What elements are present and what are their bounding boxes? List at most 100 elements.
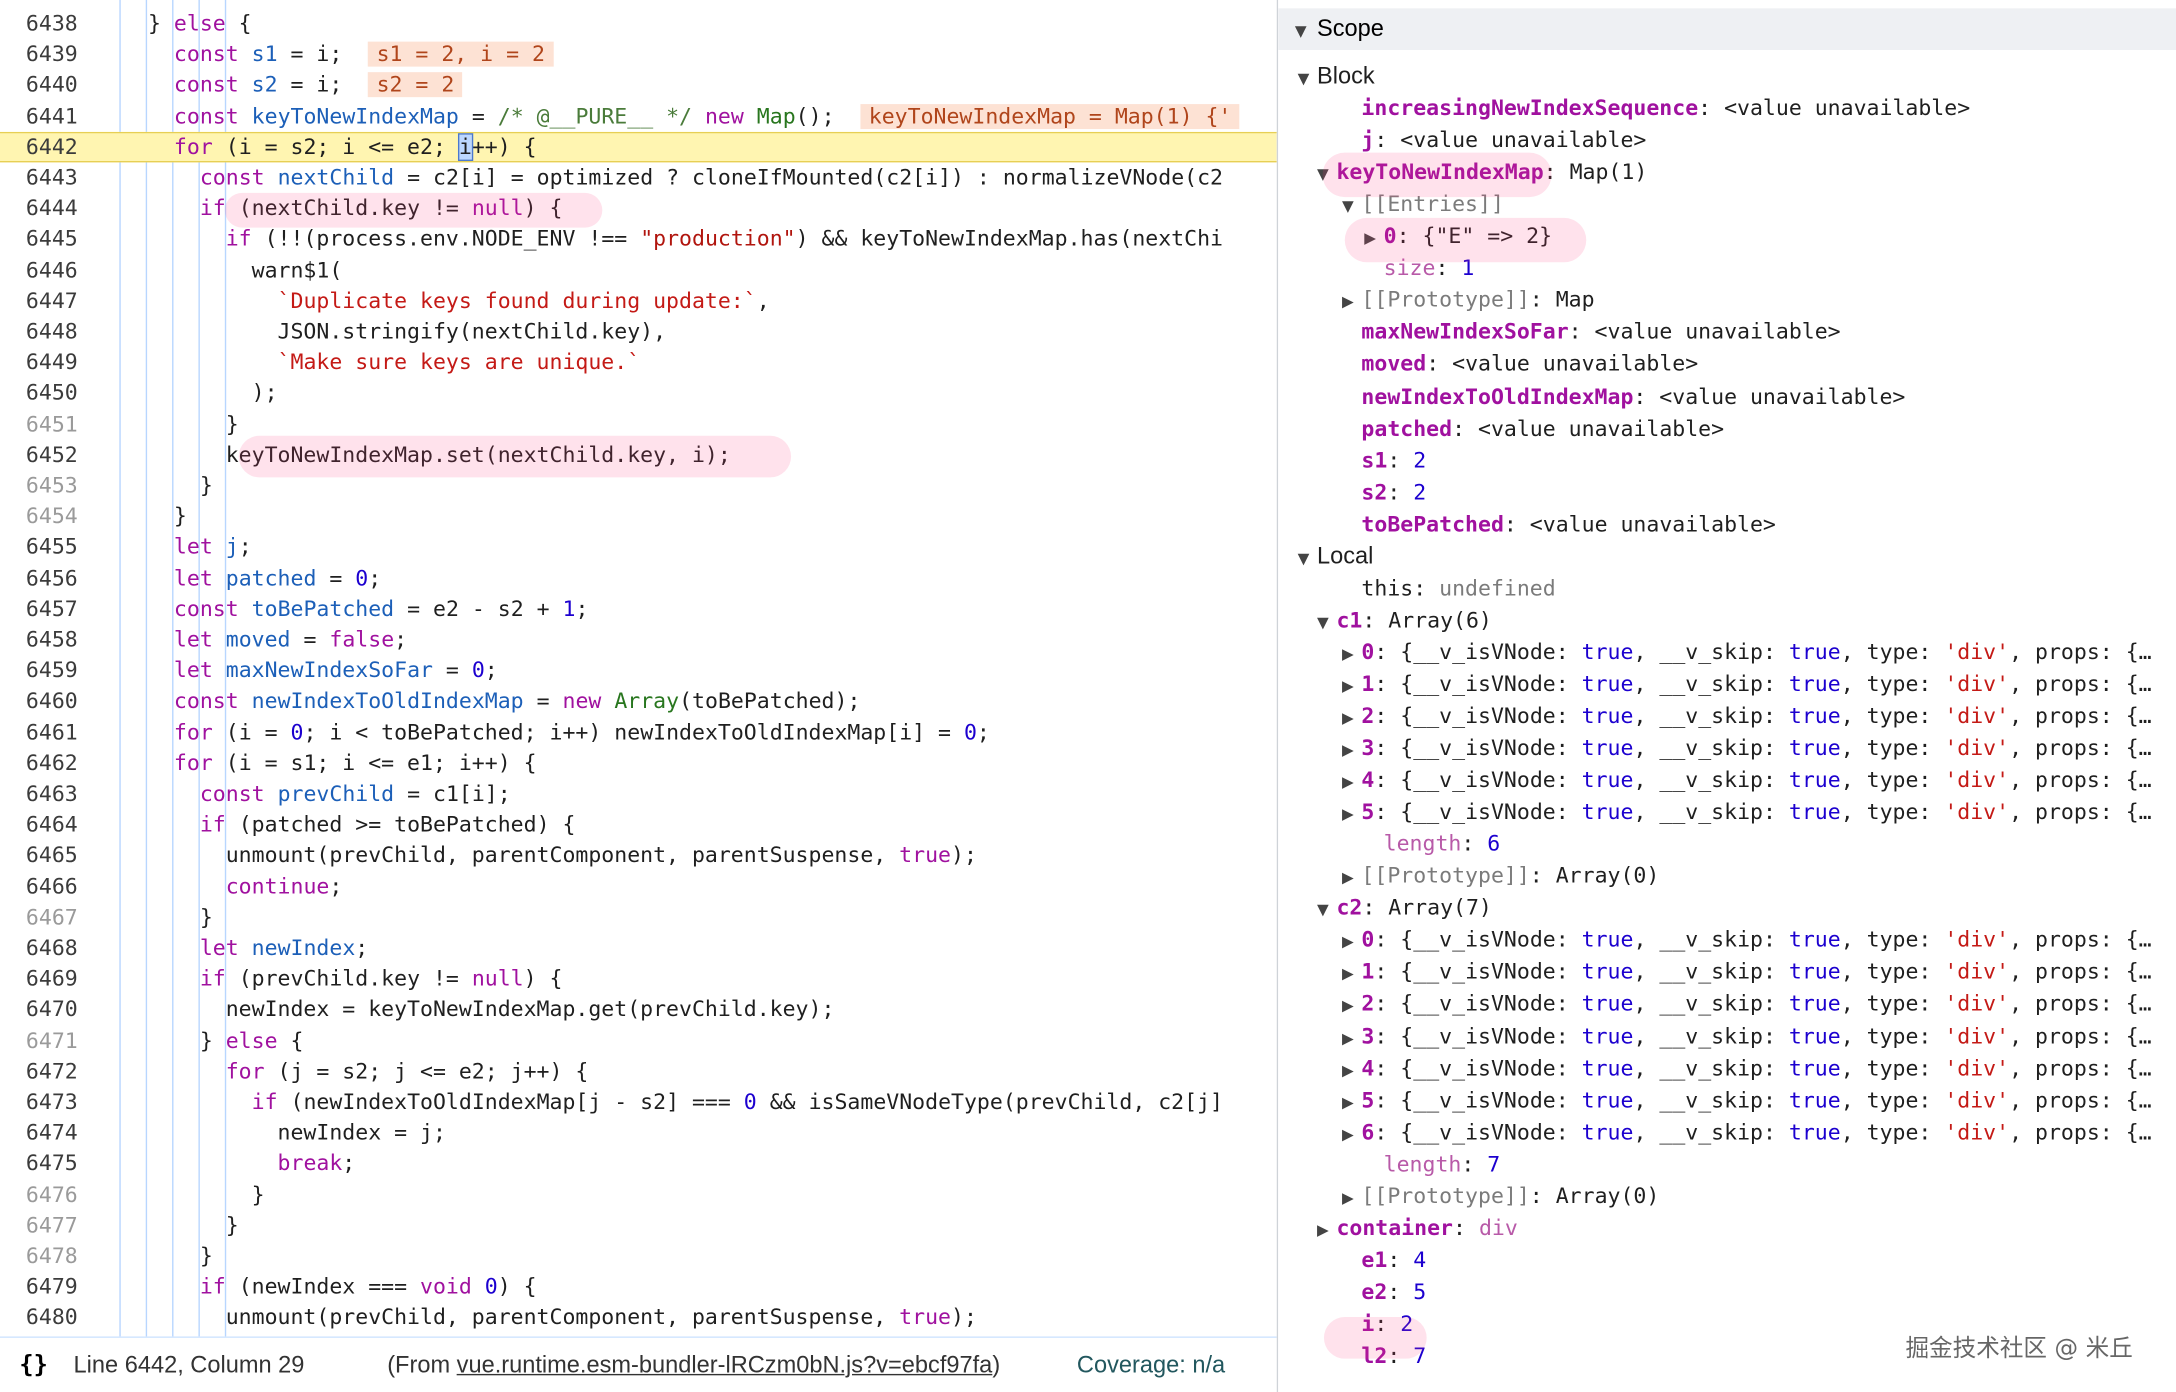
line-number[interactable]: 6450 (25, 380, 78, 406)
line-number[interactable]: 6462 (25, 750, 78, 776)
scope-property[interactable]: ▶[[Prototype]]: Array(0) (1342, 861, 1659, 892)
collapse-triangle-icon[interactable]: ▶ (1342, 1061, 1354, 1080)
code-line[interactable]: 6444 if (nextChild.key != null) { (0, 193, 1277, 224)
code-line[interactable]: 6471 } else { (0, 1025, 1277, 1056)
expand-triangle-icon[interactable]: ▼ (1297, 69, 1310, 88)
code-line[interactable]: 6462 for (i = s1; i <= e1; i++) { (0, 748, 1277, 779)
collapse-triangle-icon[interactable]: ▶ (1342, 965, 1354, 984)
line-number[interactable]: 6460 (25, 688, 78, 714)
line-number[interactable]: 6474 (25, 1120, 78, 1146)
scope-property[interactable]: ▶0: {"E" => 2} (1364, 221, 1552, 252)
scope-property[interactable]: ▶2: {__v_isVNode: true, __v_skip: true, … (1342, 701, 2152, 732)
collapse-triangle-icon[interactable]: ▶ (1342, 805, 1354, 824)
line-number[interactable]: 6463 (25, 781, 78, 807)
code-line[interactable]: 6473 if (newIndexToOldIndexMap[j - s2] =… (0, 1087, 1277, 1118)
line-number[interactable]: 6473 (25, 1089, 78, 1115)
line-number[interactable]: 6467 (25, 904, 78, 930)
line-number[interactable]: 6444 (25, 195, 78, 221)
line-number[interactable]: 6454 (25, 504, 78, 530)
line-number[interactable]: 6459 (25, 658, 78, 684)
code-line[interactable]: 6441 const keyToNewIndexMap = /* @__PURE… (0, 101, 1277, 132)
pretty-print-icon[interactable]: {} (19, 1351, 48, 1380)
code-line[interactable]: 6443 const nextChild = c2[i] = optimized… (0, 162, 1277, 193)
expand-triangle-icon[interactable]: ▼ (1317, 901, 1329, 920)
code-line[interactable]: 6464 if (patched >= toBePatched) { (0, 809, 1277, 840)
collapse-triangle-icon[interactable]: ▶ (1342, 645, 1354, 664)
code-line[interactable]: 6456 let patched = 0; (0, 563, 1277, 594)
collapse-triangle-icon[interactable]: ▶ (1342, 293, 1354, 312)
line-number[interactable]: 6476 (25, 1181, 78, 1207)
line-number[interactable]: 6465 (25, 842, 78, 868)
collapse-triangle-icon[interactable]: ▶ (1342, 869, 1354, 888)
code-line[interactable]: 6447 `Duplicate keys found during update… (0, 286, 1277, 317)
scope-property[interactable]: ▶1: {__v_isVNode: true, __v_skip: true, … (1342, 669, 2152, 700)
code-line[interactable]: 6439 const s1 = i; s1 = 2, i = 2 (0, 39, 1277, 70)
code-line[interactable]: 6455 let j; (0, 532, 1277, 563)
line-number[interactable]: 6453 (25, 473, 78, 499)
line-number[interactable]: 6471 (25, 1027, 78, 1053)
scope-property[interactable]: ▶[[Prototype]]: Map (1342, 285, 1595, 316)
code-line[interactable]: 6475 break; (0, 1148, 1277, 1179)
line-number[interactable]: 6439 (25, 41, 78, 67)
code-line[interactable]: 6465 unmount(prevChild, parentComponent,… (0, 840, 1277, 871)
code-line[interactable]: 6452 keyToNewIndexMap.set(nextChild.key,… (0, 440, 1277, 471)
scope-property[interactable]: ▶0: {__v_isVNode: true, __v_skip: true, … (1342, 925, 2152, 956)
expand-triangle-icon[interactable]: ▼ (1317, 613, 1329, 632)
code-line[interactable]: 6479 if (newIndex === void 0) { (0, 1271, 1277, 1302)
line-number[interactable]: 6446 (25, 257, 78, 283)
line-number[interactable]: 6479 (25, 1274, 78, 1300)
scope-property[interactable]: ▶0: {__v_isVNode: true, __v_skip: true, … (1342, 637, 2152, 668)
code-line[interactable]: 6461 for (i = 0; i < toBePatched; i++) n… (0, 717, 1277, 748)
scope-property[interactable]: ▶3: {__v_isVNode: true, __v_skip: true, … (1342, 733, 2152, 764)
code-line[interactable]: 6469 if (prevChild.key != null) { (0, 963, 1277, 994)
expand-triangle-icon[interactable]: ▼ (1317, 165, 1329, 184)
scope-property[interactable]: ▼c1: Array(6) (1317, 605, 1492, 636)
code-line[interactable]: 6478 } (0, 1241, 1277, 1272)
scope-group[interactable]: ▼Block (1298, 61, 1375, 92)
code-line[interactable]: 6460 const newIndexToOldIndexMap = new A… (0, 686, 1277, 717)
code-line[interactable]: 6451 } (0, 409, 1277, 440)
line-number[interactable]: 6441 (25, 103, 78, 129)
line-number[interactable]: 6457 (25, 596, 78, 622)
collapse-triangle-icon[interactable]: ▶ (1342, 1188, 1354, 1208)
code-line[interactable]: 6480 unmount(prevChild, parentComponent,… (0, 1302, 1277, 1333)
code-line[interactable]: 6468 let newIndex; (0, 933, 1277, 964)
line-number[interactable]: 6475 (25, 1151, 78, 1177)
scope-property[interactable]: ▶5: {__v_isVNode: true, __v_skip: true, … (1342, 797, 2152, 828)
line-number[interactable]: 6449 (25, 349, 78, 375)
code-line[interactable]: 6449 `Make sure keys are unique.` (0, 347, 1277, 378)
code-line[interactable]: 6458 let moved = false; (0, 625, 1277, 656)
line-number[interactable]: 6478 (25, 1243, 78, 1269)
code-line[interactable]: 6476 } (0, 1179, 1277, 1210)
line-number[interactable]: 6445 (25, 226, 78, 252)
scope-property[interactable]: ▶5: {__v_isVNode: true, __v_skip: true, … (1342, 1085, 2152, 1116)
line-number[interactable]: 6469 (25, 966, 78, 992)
line-number[interactable]: 6472 (25, 1058, 78, 1084)
collapse-triangle-icon[interactable]: ▶ (1364, 229, 1376, 248)
expand-triangle-icon[interactable]: ▼ (1297, 549, 1310, 568)
line-number[interactable]: 6452 (25, 442, 78, 468)
collapse-triangle-icon[interactable]: ▶ (1342, 677, 1354, 696)
code-line[interactable]: 6453 } (0, 470, 1277, 501)
code-line[interactable]: 6474 newIndex = j; (0, 1117, 1277, 1148)
scope-property[interactable]: ▼c2: Array(7) (1317, 893, 1492, 924)
collapse-triangle-icon[interactable]: ▶ (1342, 741, 1354, 760)
code-line[interactable]: 6459 let maxNewIndexSoFar = 0; (0, 655, 1277, 686)
collapse-triangle-icon[interactable]: ▶ (1342, 997, 1354, 1016)
code-line[interactable]: 6445 if (!!(process.env.NODE_ENV !== "pr… (0, 224, 1277, 255)
scope-property[interactable]: ▶3: {__v_isVNode: true, __v_skip: true, … (1342, 1021, 2152, 1052)
code-line[interactable]: 6472 for (j = s2; j <= e2; j++) { (0, 1056, 1277, 1087)
line-number[interactable]: 6461 (25, 719, 78, 745)
scope-property[interactable]: ▼keyToNewIndexMap: Map(1) (1317, 157, 1647, 188)
code-line[interactable]: 6440 const s2 = i; s2 = 2 (0, 70, 1277, 101)
scope-group[interactable]: ▼Local (1298, 541, 1374, 572)
collapse-triangle-icon[interactable]: ▶ (1342, 1029, 1354, 1048)
scope-property[interactable]: ▶container: div (1317, 1213, 1518, 1244)
code-line[interactable]: 6450 ); (0, 378, 1277, 409)
line-number[interactable]: 6477 (25, 1212, 78, 1238)
collapse-triangle-icon[interactable]: ▶ (1317, 1220, 1329, 1240)
expand-triangle-icon[interactable]: ▼ (1342, 197, 1354, 216)
line-number[interactable]: 6466 (25, 873, 78, 899)
code-line[interactable]: 6454 } (0, 501, 1277, 532)
scope-property[interactable]: ▼[[Entries]] (1342, 189, 1504, 220)
